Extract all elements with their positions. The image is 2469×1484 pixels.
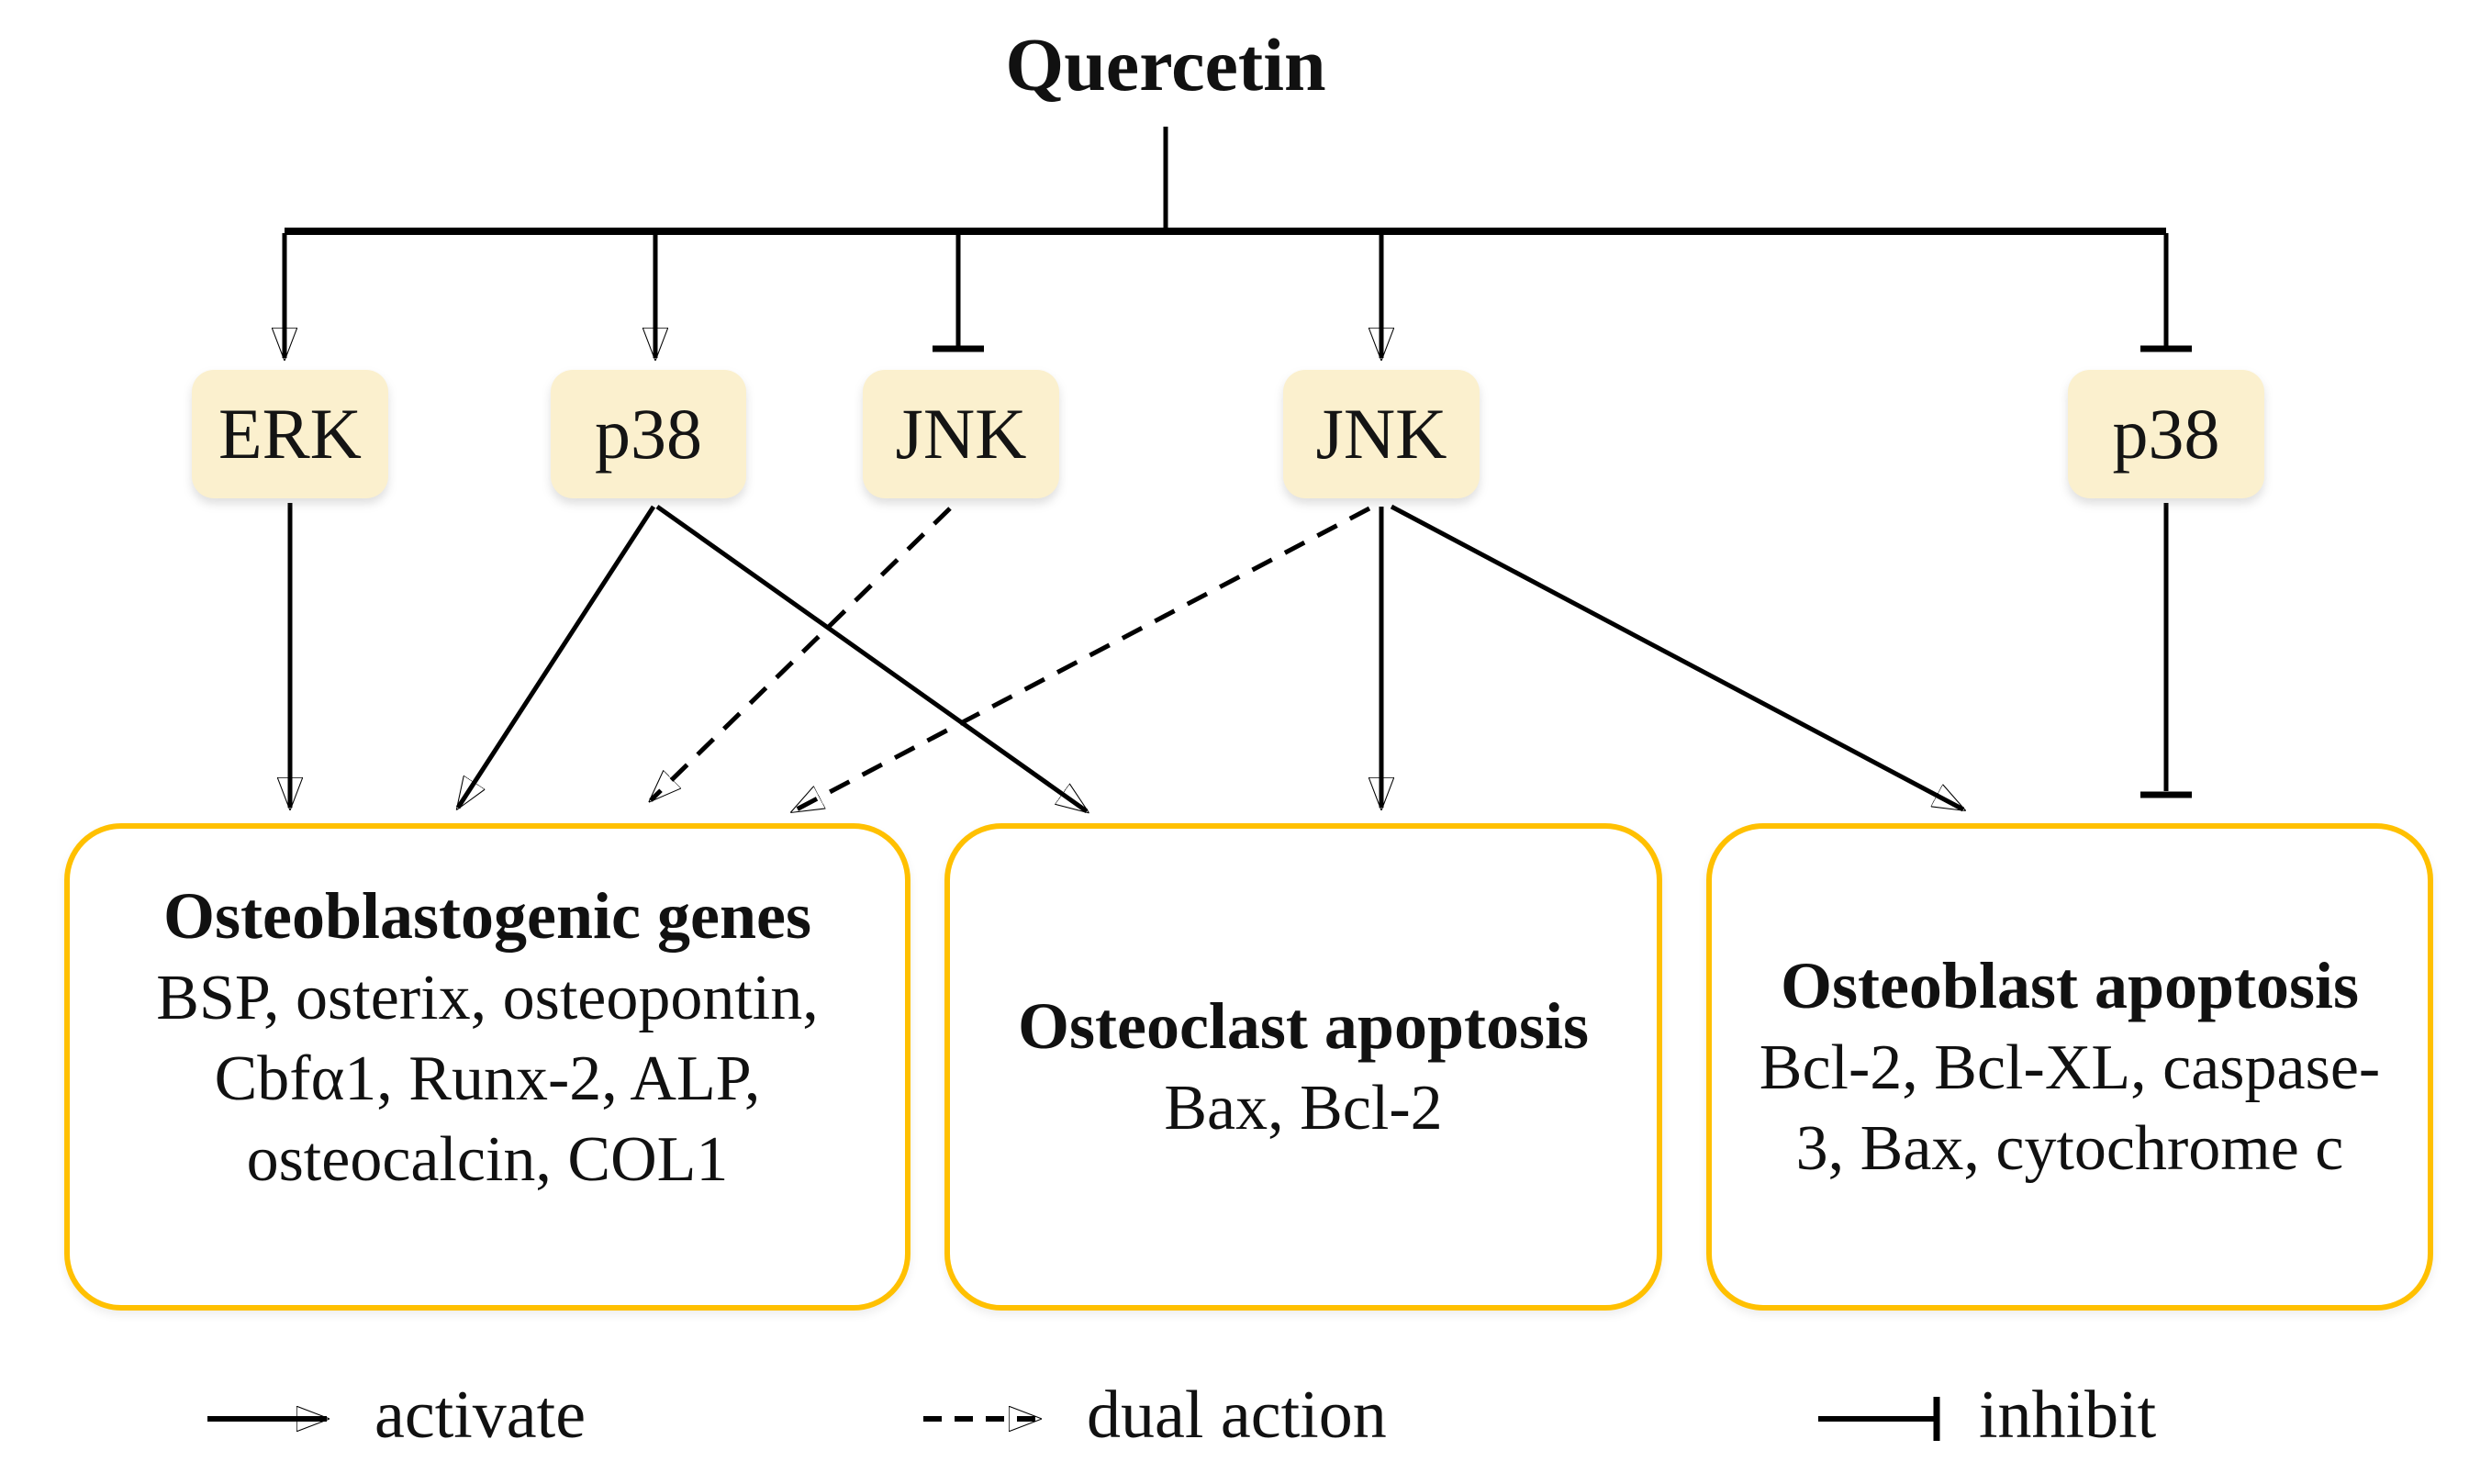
node-p38-right: p38 <box>2068 370 2264 498</box>
box-title: Osteoclast apoptosis <box>1017 989 1590 1064</box>
box-osteoclast-apoptosis: Osteoclast apoptosis Bax, Bcl-2 <box>944 823 1662 1311</box>
edge-jnk-right-osteoblast-apoptosis <box>1390 504 1963 812</box>
box-line: Cbfα1, Runx-2, ALP, <box>214 1043 761 1114</box>
edge-jnk-left-osteoblastogenic-dual <box>651 507 952 800</box>
node-p38-left: p38 <box>551 370 746 498</box>
edge-jnk-right-osteoblastogenic-dual <box>793 506 1371 814</box>
box-title: Osteoblastogenic genes <box>163 879 811 953</box>
box-line: osteocalcin, COL1 <box>246 1124 729 1196</box>
edge-p38-left-osteoclast-apoptosis <box>655 504 1087 811</box>
node-jnk-right: JNK <box>1283 370 1480 498</box>
box-line: Bax, Bcl-2 <box>1164 1072 1443 1144</box>
node-jnk-left: JNK <box>863 370 1059 498</box>
legend-label-inhibit: inhibit <box>1979 1378 2157 1454</box>
box-osteoblastogenic-genes: Osteoblastogenic genes BSP, osterix, ost… <box>64 823 911 1311</box>
diagram-title: Quercetin <box>1005 23 1326 106</box>
legend-label-activate: activate <box>374 1378 587 1454</box>
box-line: 3, Bax, cytochrome c <box>1795 1112 2344 1184</box>
edge-p38-left-osteoblastogenic <box>458 505 656 808</box>
box-line: Bcl-2, Bcl-XL, caspase- <box>1759 1032 2381 1103</box>
box-line: BSP, osterix, osteopontin, <box>156 962 819 1033</box>
box-osteoblast-apoptosis: Osteoblast apoptosis Bcl-2, Bcl-XL, casp… <box>1706 823 2433 1311</box>
box-title: Osteoblast apoptosis <box>1780 948 2360 1022</box>
legend-label-dual-action: dual action <box>1087 1378 1387 1454</box>
node-erk: ERK <box>192 370 388 498</box>
